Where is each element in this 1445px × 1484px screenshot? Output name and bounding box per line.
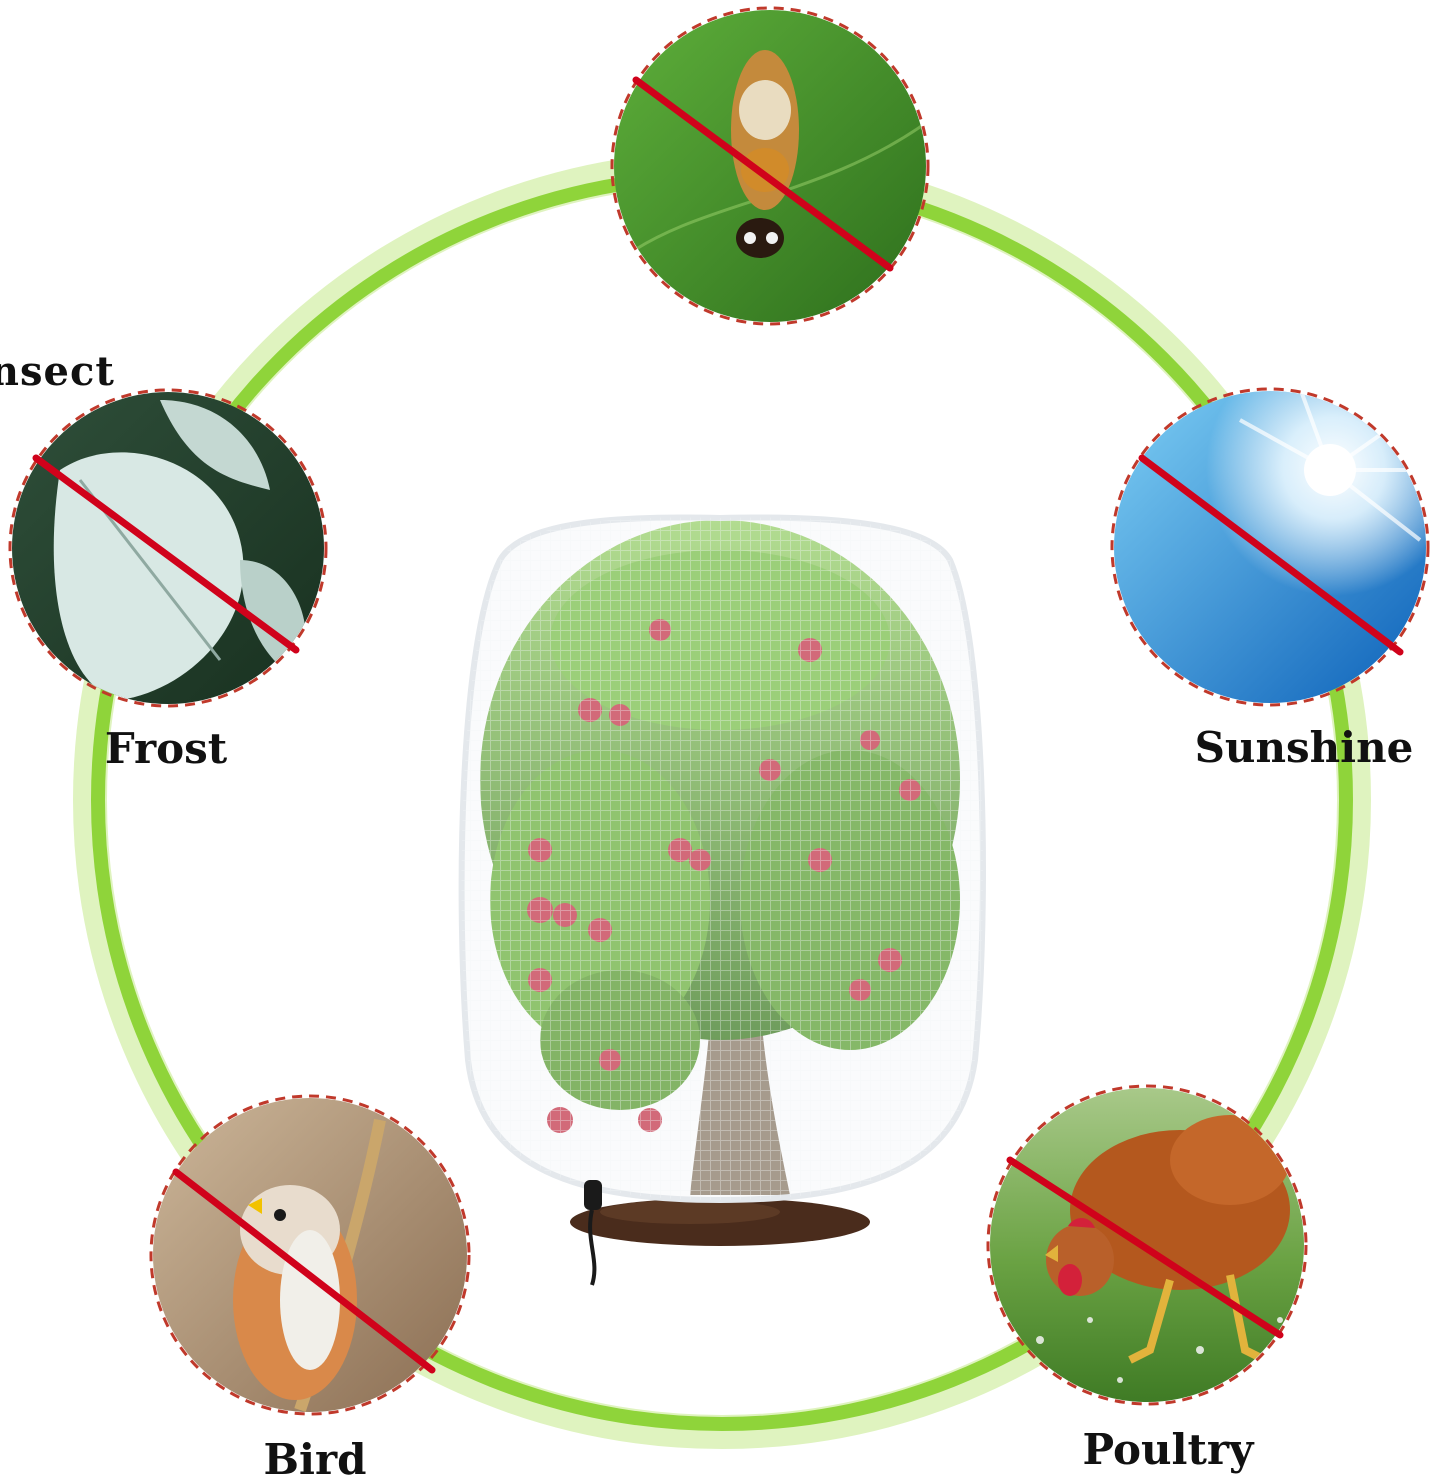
label-poultry: Poultry <box>1083 1425 1255 1474</box>
prohibit-line <box>32 454 300 654</box>
label-insect: Insect <box>0 348 115 395</box>
threat-bird <box>149 1094 471 1416</box>
label-sunshine: Sunshine <box>1195 723 1414 772</box>
netted-fruit-tree <box>458 514 986 1286</box>
prohibit-line <box>1006 1156 1284 1339</box>
prohibit-line <box>632 76 894 272</box>
label-bird: Bird <box>264 1435 367 1480</box>
threat-sunshine <box>1110 387 1430 707</box>
threat-insect <box>610 6 930 326</box>
label-frost: Frost <box>105 724 228 773</box>
threat-poultry <box>986 1084 1308 1406</box>
threat-frost <box>8 388 328 708</box>
chicken-icon <box>1045 1115 1290 1364</box>
prohibit-line <box>172 1168 436 1374</box>
drawstring-toggle <box>584 1180 602 1286</box>
prohibit-line <box>1138 454 1404 656</box>
